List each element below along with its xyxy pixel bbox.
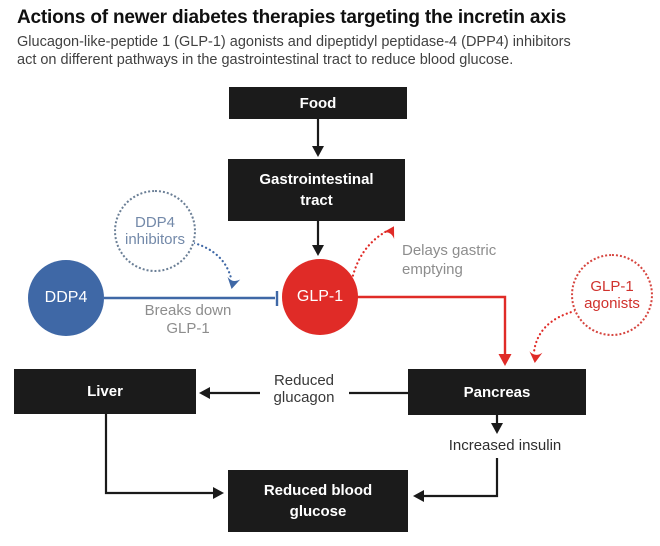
arrowhead-pancreas-down xyxy=(491,423,503,434)
node-pancreas: Pancreas xyxy=(408,369,586,415)
edge-label-breaks-down-glp1: Breaks down GLP-1 xyxy=(144,302,232,337)
edge-liver-to-rbg xyxy=(104,414,216,495)
node-gastrointestinal-tract-label: Gastrointestinal tract xyxy=(259,171,374,209)
edge-insulin-to-rbg xyxy=(421,458,499,498)
node-liver: Liver xyxy=(14,369,196,414)
edge-ddp4-inhibitors-dotted xyxy=(192,241,233,280)
arrowhead-glp1-into-pancreas xyxy=(498,354,512,366)
node-ddp4-inhibitors: DDP4 inhibitors xyxy=(114,190,196,272)
node-food-label: Food xyxy=(299,94,337,112)
edge-label-delays-gastric-emptying: Delays gastric emptying xyxy=(402,242,497,278)
node-gastrointestinal-tract: Gastrointestinal tract xyxy=(228,159,405,221)
subtitle-line-1: Glucagon-like-peptide 1 (GLP-1) agonists… xyxy=(17,34,571,50)
edge-label-reduced-glucagon: Reduced glucagon xyxy=(273,372,335,406)
node-liver-label: Liver xyxy=(87,383,123,400)
edge-glp1-agonists-dotted xyxy=(532,309,577,354)
subtitle-line-2: act on different pathways in the gastroi… xyxy=(17,52,514,68)
node-pancreas-label: Pancreas xyxy=(463,383,531,401)
arrowhead-food-to-gi xyxy=(312,146,324,157)
arrowhead-liver-into-rbg xyxy=(213,487,224,499)
node-glp1-label: GLP-1 xyxy=(296,288,344,305)
node-glp1: GLP-1 xyxy=(282,259,358,335)
node-glp1-agonists: GLP-1 agonists xyxy=(571,254,653,336)
arrowhead-ddp4-inhibitors xyxy=(227,276,241,289)
node-ddp4-inhibitors-label: DDP4 inhibitors xyxy=(124,214,186,248)
node-reduced-blood-glucose: Reduced blood glucose xyxy=(228,470,408,532)
edge-glp1-delays-dotted xyxy=(349,229,389,286)
node-glp1-agonists-label: GLP-1 agonists xyxy=(584,278,640,312)
arrowhead-gi-to-glp1 xyxy=(312,245,324,256)
edge-label-increased-insulin: Increased insulin xyxy=(448,437,562,454)
arrowhead-delays-gastric xyxy=(382,226,395,240)
arrowhead-glp1-agonists xyxy=(529,351,543,363)
arrowhead-into-liver xyxy=(199,387,210,399)
edge-glp1-to-pancreas xyxy=(357,295,507,356)
arrowhead-insulin-into-rbg xyxy=(413,490,424,502)
node-food: Food xyxy=(229,87,407,119)
page-title: Actions of newer diabetes therapies targ… xyxy=(17,7,567,28)
node-reduced-blood-glucose-label: Reduced blood glucose xyxy=(263,482,373,520)
node-ddp4-label: DDP4 xyxy=(44,289,88,306)
page-subtitle: Glucagon-like-peptide 1 (GLP-1) agonists… xyxy=(17,33,637,69)
node-ddp4: DDP4 xyxy=(28,260,104,336)
